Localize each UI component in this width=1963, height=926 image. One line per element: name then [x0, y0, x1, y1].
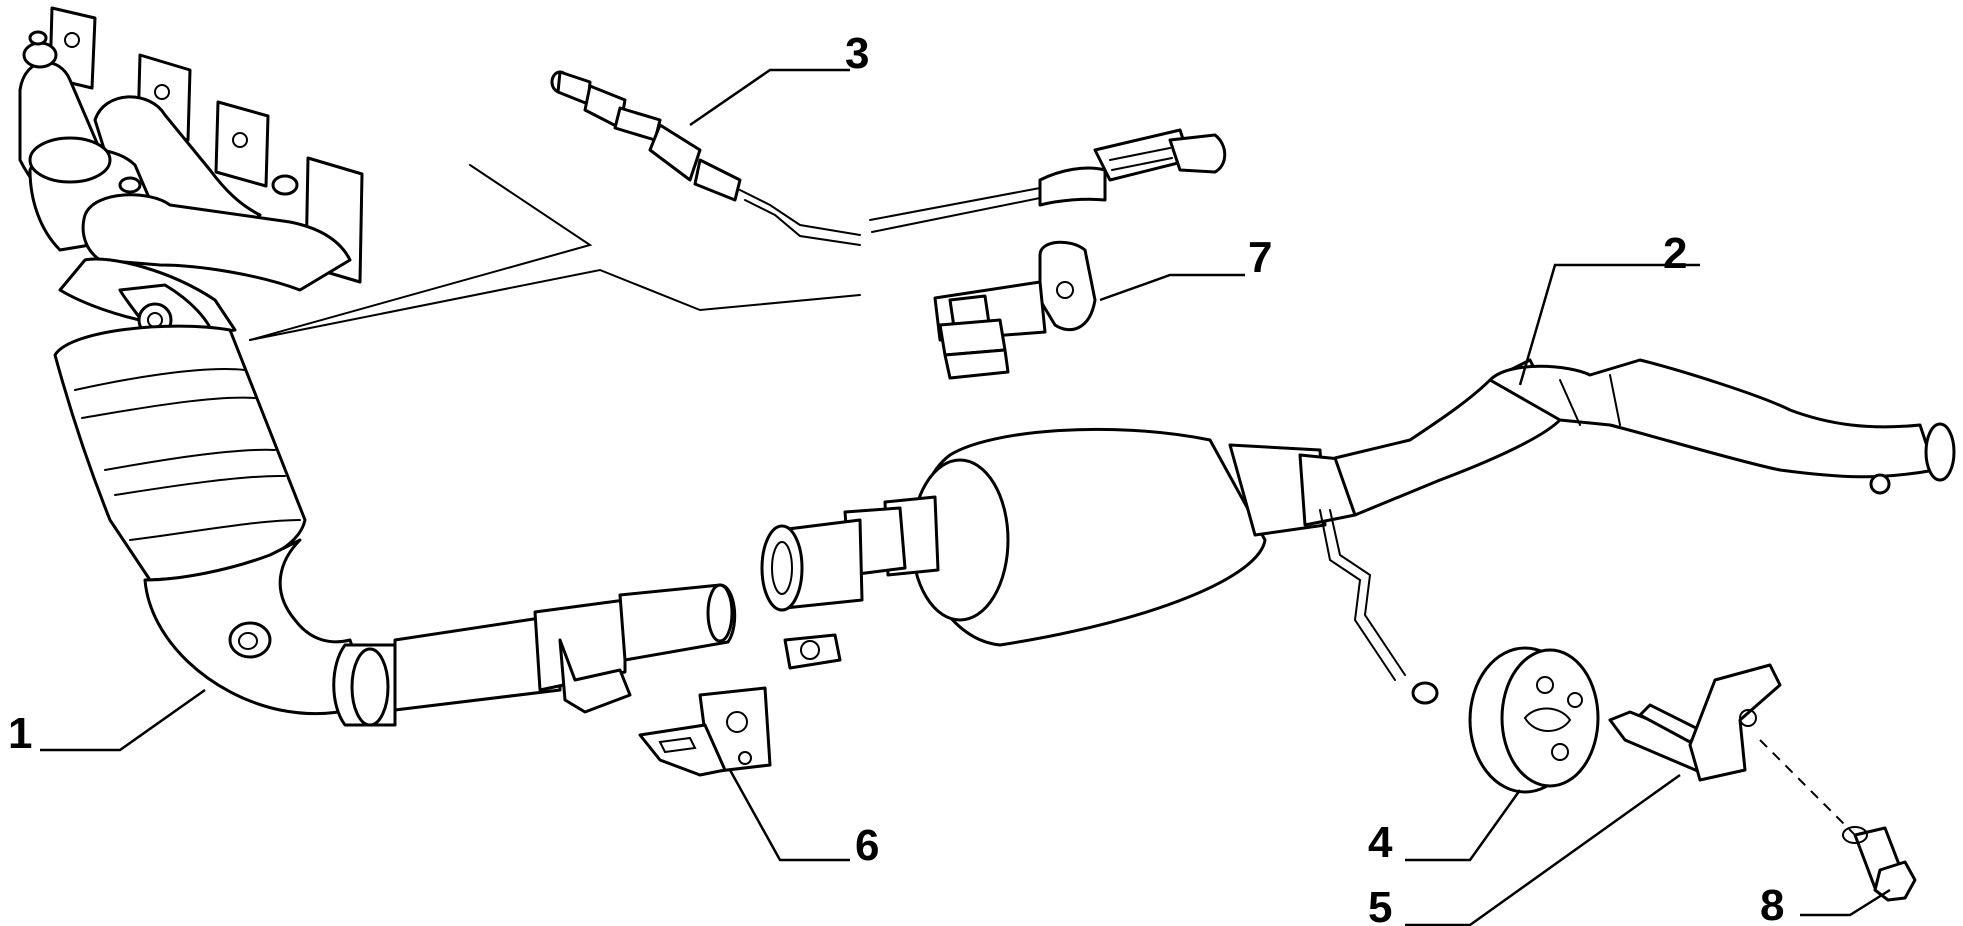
leader-line-6 [728, 769, 850, 862]
callout-6: 6 [855, 821, 879, 870]
leader-line-8 [1800, 888, 1891, 917]
part-2-rear-silencer[interactable] [760, 358, 1956, 705]
leader-line-1 [40, 688, 206, 752]
leader-line-5 [1405, 773, 1681, 926]
leader-line-4 [1405, 789, 1522, 862]
leader-line-3 [689, 68, 850, 127]
callout-5: 5 [1368, 883, 1392, 926]
callout-8: 8 [1760, 881, 1784, 926]
callout-2: 2 [1663, 229, 1687, 278]
leader-line-7 [1099, 273, 1245, 302]
part-6-bracket[interactable] [638, 686, 772, 777]
callout-7: 7 [1248, 233, 1272, 282]
part-5-hanger-bracket[interactable] [1608, 663, 1782, 782]
reference-line [249, 268, 861, 341]
reference-line [249, 164, 593, 341]
callout-4: 4 [1368, 818, 1393, 867]
callout-1: 1 [8, 709, 32, 758]
part-8-bolt[interactable] [1842, 826, 1917, 902]
part-3-lambda-sensor[interactable] [550, 70, 1227, 246]
part-7-bracket[interactable] [933, 240, 1097, 380]
part-4-rubber-mount[interactable] [1468, 646, 1600, 794]
part-1-manifold-catalytic-converter[interactable] [18, 6, 737, 727]
leader-line-2 [1518, 263, 1700, 386]
callout-3: 3 [845, 29, 869, 78]
assembly-guide-line [1759, 739, 1861, 841]
